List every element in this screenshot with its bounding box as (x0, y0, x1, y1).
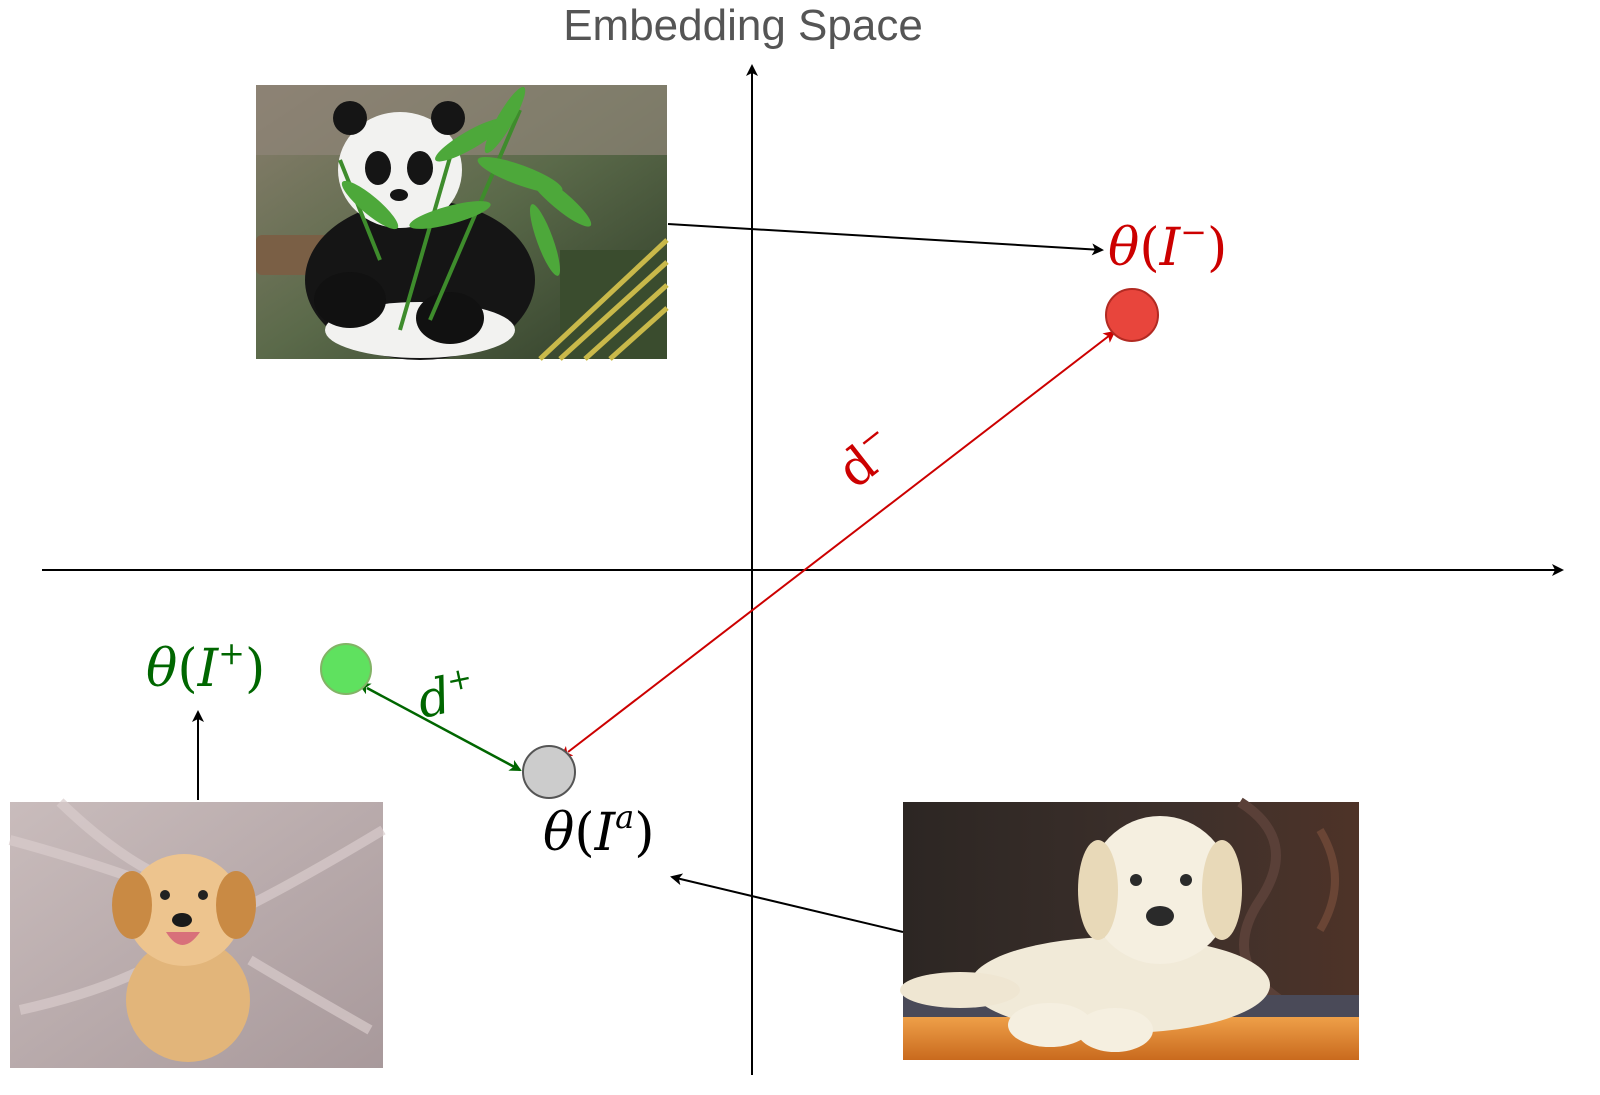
anchor-label: θ(Ia) (543, 798, 655, 863)
diagram-title: Embedding Space (563, 1, 923, 50)
anchor-point (522, 745, 576, 799)
negative-point (1105, 288, 1159, 342)
panda-photo (256, 85, 669, 361)
labrador-to-anchor-arrow (670, 873, 904, 933)
positive-label: θ(I+) (146, 634, 265, 699)
mapping-arrows (192, 223, 1104, 933)
d-positive-arrow (358, 683, 522, 772)
panda-to-negative-arrow (667, 223, 1104, 256)
d-positive-label: d+ (412, 660, 480, 730)
d-negative-label: d− (825, 416, 908, 499)
golden-puppy-photo (8, 798, 386, 1068)
d-negative-arrow (560, 330, 1116, 759)
labrador-puppy-photo (900, 797, 1359, 1060)
positive-point (320, 643, 372, 695)
negative-label: θ(I−) (1108, 213, 1227, 278)
